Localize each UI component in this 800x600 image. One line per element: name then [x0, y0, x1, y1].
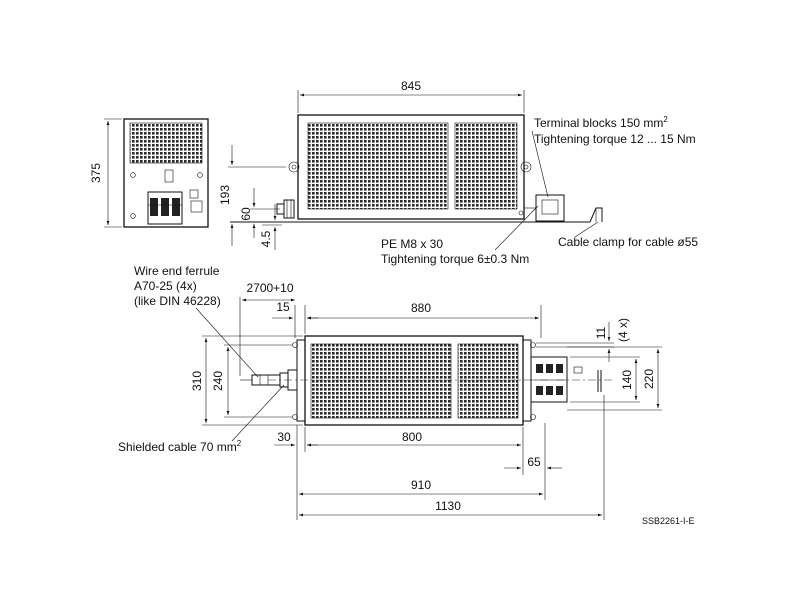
- dim-label-30: 30: [277, 430, 291, 444]
- wire-end-label-1: Wire end ferrule: [134, 264, 220, 278]
- dim-240: 240: [211, 344, 292, 418]
- dim-label-1130: 1130: [435, 499, 461, 513]
- tightening-6-label: Tightening torque 6±0.3 Nm: [381, 252, 529, 266]
- dim-label-15: 15: [276, 300, 290, 314]
- dim-label-910: 910: [411, 478, 431, 492]
- annotation-wire-end-ferrule: Wire end ferrule A70-25 (4x) (like DIN 4…: [134, 264, 259, 378]
- dim-193-60-45: 193 60 4.5: [218, 145, 286, 250]
- top-terminal-block: [530, 356, 602, 403]
- dim-880: 880: [307, 301, 542, 338]
- dim-label-11: 11: [594, 326, 608, 339]
- terminal-blocks-label: Terminal blocks 150 mm: [534, 116, 663, 130]
- side-pe-connector: [276, 199, 295, 219]
- dim-65: 65: [504, 423, 562, 500]
- wire-end-label-2: A70-25 (4x): [134, 279, 197, 293]
- side-view: [230, 114, 603, 223]
- front-view: [123, 118, 209, 228]
- dim-1130: 1130: [299, 395, 605, 520]
- annotation-pe: PE M8 x 30 Tightening torque 6±0.3 Nm: [381, 205, 539, 266]
- dim-310: 310: [190, 335, 303, 426]
- dim-15: 15: [272, 300, 318, 338]
- front-terminal-block: [147, 191, 183, 225]
- cable-clamp-label: Cable clamp for cable ø55: [558, 235, 698, 249]
- dim-11-4x: 11 (4 x): [536, 318, 630, 362]
- drawing-code: SSB2261-I-E: [642, 516, 695, 526]
- dim-800: 800: [307, 427, 524, 475]
- dim-label-880: 880: [411, 301, 431, 315]
- shielded-cable-label: Shielded cable 70 mm: [118, 440, 237, 454]
- dim-375: 375: [89, 118, 122, 228]
- dim-2700: 2700+10: [239, 281, 295, 376]
- dim-label-140: 140: [620, 370, 634, 390]
- dim-220: 220: [567, 346, 662, 411]
- dim-140: 140: [570, 356, 640, 403]
- shielded-cable-sup: 2: [237, 439, 242, 448]
- dim-label-60: 60: [239, 207, 253, 221]
- dim-label-4x: (4 x): [616, 318, 630, 342]
- svg-text:Terminal blocks 150 mm2: Terminal blocks 150 mm2: [534, 115, 668, 130]
- dim-845: 845: [297, 79, 525, 113]
- pe-m8-label: PE M8 x 30: [381, 237, 443, 251]
- dim-30: 30: [274, 425, 318, 452]
- wire-end-label-3: (like DIN 46228): [134, 294, 221, 308]
- dim-label-193: 193: [218, 185, 232, 205]
- dim-label-65: 65: [527, 455, 541, 469]
- dim-label-220: 220: [642, 369, 656, 389]
- annotation-cable-clamp: Cable clamp for cable ø55: [558, 221, 698, 249]
- side-terminal-block: [518, 194, 565, 222]
- svg-text:Shielded cable 70 mm2: Shielded cable 70 mm2: [118, 439, 242, 454]
- top-view: [240, 335, 612, 426]
- dim-910: 910: [296, 452, 543, 520]
- terminal-blocks-sup: 2: [663, 115, 668, 124]
- dim-label-310: 310: [190, 371, 204, 391]
- dim-label-2700: 2700+10: [246, 281, 293, 295]
- annotation-shielded-cable: Shielded cable 70 mm2: [118, 384, 285, 454]
- dim-label-4-5: 4.5: [259, 230, 273, 247]
- cable-clamp: [589, 207, 603, 223]
- dim-label-240: 240: [211, 371, 225, 391]
- annotation-terminal-blocks: Terminal blocks 150 mm2 Tightening torqu…: [531, 115, 696, 198]
- tightening-12-15-label: Tightening torque 12 ... 15 Nm: [534, 132, 696, 146]
- dim-label-375: 375: [89, 163, 103, 183]
- dim-label-845: 845: [401, 79, 421, 93]
- dim-label-800: 800: [402, 430, 422, 444]
- top-cable-connector: [240, 369, 298, 391]
